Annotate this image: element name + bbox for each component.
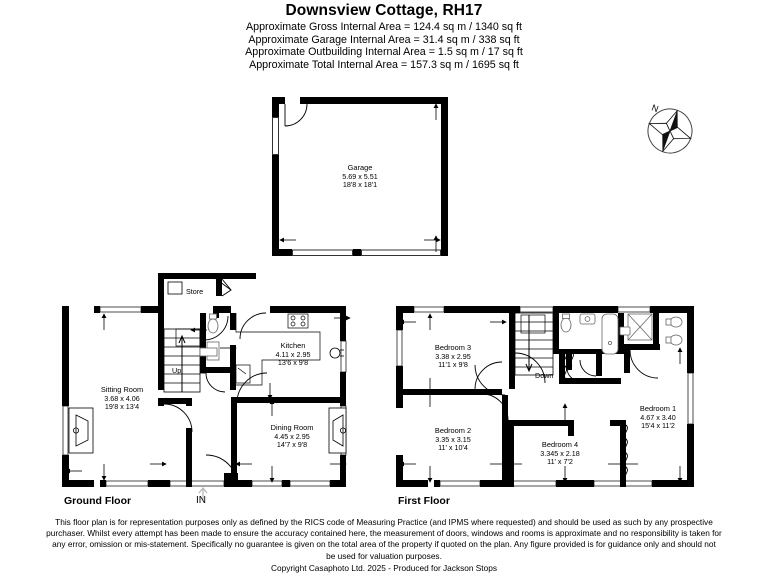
kitchen-name: Kitchen — [280, 341, 306, 350]
disclaimer-line-1: This floor plan is for representation pu… — [55, 517, 713, 527]
bedroom3-metric: 3.38 x 2.95 — [435, 351, 471, 361]
bedroom1-metric: 4.67 x 3.40 — [640, 412, 676, 422]
basin-icon-bathroom — [579, 313, 596, 325]
staircase-down — [514, 312, 554, 376]
compass-rose — [647, 108, 693, 154]
disclaimer-line-4: be used for valuation purposes. — [326, 550, 442, 561]
fireplace-icon — [68, 407, 94, 454]
page-title: Downsview Cottage, RH17 — [285, 2, 483, 19]
room-label-bedroom-4: Bedroom 4 3.345 x 2.18 11' x 7'2 — [540, 440, 580, 467]
room-label-sitting-room: Sitting Room 3.68 x 4.06 19'8 x 13'4 — [100, 385, 144, 412]
plan-header: Downsview Cottage, RH17 Approximate Gros… — [0, 2, 768, 71]
sitting-room-name: Sitting Room — [100, 385, 144, 394]
compass-north-label: N — [650, 102, 660, 114]
door-swings-first — [474, 349, 659, 421]
sitting-room-imperial: 19'8 x 13'4 — [104, 402, 140, 412]
plan-footer: This floor plan is for representation pu… — [14, 517, 754, 574]
fireplace-icon-dining — [328, 407, 347, 454]
toilet-icon — [207, 313, 219, 334]
area-line-gross: Approximate Gross Internal Area = 124.4 … — [246, 21, 522, 33]
shower-tray-icon — [627, 313, 653, 341]
bedroom1-imperial: 15'4 x 11'2 — [641, 421, 675, 431]
first-floor-label: First Floor — [398, 495, 450, 507]
store-room — [158, 273, 256, 296]
garage-metric: 5.69 x 5.51 — [342, 171, 378, 181]
area-line-outbuilding: Approximate Outbuilding Internal Area = … — [245, 46, 523, 59]
area-line-garage: Approximate Garage Internal Area = 31.4 … — [248, 33, 520, 46]
garage-imperial: 18'8 x 18'1 — [342, 180, 378, 190]
bedroom4-metric: 3.345 x 2.18 — [540, 448, 580, 458]
disclaimer-line-3: any error, omission or mis-statement. Sp… — [52, 539, 716, 550]
bedroom1-name: Bedroom 1 — [639, 404, 677, 413]
dining-room-imperial: 14'7 x 9'8 — [276, 440, 308, 450]
basin-icon — [199, 347, 218, 357]
room-label-garage: Garage 5.69 x 5.51 18'8 x 18'1 — [342, 163, 378, 190]
first-floor-plan — [396, 306, 694, 487]
stairs-up-label: Up — [172, 366, 182, 375]
room-label-bedroom-3: Bedroom 3 3.38 x 2.95 11'1 x 9'8 — [434, 343, 472, 370]
kitchen-counter — [235, 313, 321, 386]
door-swings — [163, 312, 268, 488]
dimension-arrows-first — [399, 313, 683, 483]
room-label-dining-room: Dining Room 4.45 x 2.95 14'7 x 9'8 — [270, 423, 314, 450]
bedroom2-name: Bedroom 2 — [434, 426, 472, 435]
stairs-down-label: Down — [535, 371, 554, 380]
wardrobe-icon — [563, 351, 628, 482]
staircase-up — [163, 328, 201, 393]
garage-block — [272, 97, 448, 256]
dining-room-name: Dining Room — [270, 423, 314, 432]
kitchen-imperial: 13'6 x 9'8 — [277, 358, 309, 368]
bedroom3-name: Bedroom 3 — [434, 343, 472, 352]
ground-floor-plan — [62, 273, 351, 500]
bedroom2-metric: 3.35 x 3.15 — [435, 434, 471, 444]
garage-name: Garage — [347, 163, 373, 172]
store-label: Store — [186, 287, 204, 296]
sink-icon — [329, 347, 344, 359]
appliance-icon — [235, 364, 251, 384]
dining-room-metric: 4.45 x 2.95 — [274, 431, 310, 441]
bedroom4-imperial: 11' x 7'2 — [547, 457, 573, 467]
basin-icon-ensuite-2 — [665, 334, 683, 346]
bathtub-icon — [601, 313, 619, 355]
copyright-line: Copyright Casaphoto Ltd. 2025 - Produced… — [271, 562, 497, 573]
room-label-kitchen: Kitchen 4.11 x 2.95 13'6 x 9'8 — [275, 341, 311, 368]
toilet-icon-ensuite — [665, 316, 683, 328]
entrance-arrow — [198, 486, 208, 500]
kitchen-metric: 4.11 x 2.95 — [275, 349, 311, 359]
dimension-arrows-ground — [65, 313, 351, 483]
basin-icon-ensuite — [619, 326, 631, 336]
bedroom2-imperial: 11' x 10'4 — [438, 443, 468, 453]
area-line-total: Approximate Total Internal Area = 157.3 … — [249, 58, 519, 71]
entrance-label: IN — [196, 495, 206, 506]
sitting-room-metric: 3.68 x 4.06 — [104, 393, 140, 403]
room-label-bedroom-2: Bedroom 2 3.35 x 3.15 11' x 10'4 — [434, 426, 472, 453]
disclaimer-line-2: purchaser. Whilst every attempt has been… — [46, 528, 722, 539]
ground-floor-label: Ground Floor — [64, 495, 132, 507]
room-label-bedroom-1: Bedroom 1 4.67 x 3.40 15'4 x 11'2 — [639, 404, 677, 431]
bedroom3-imperial: 11'1 x 9'8 — [438, 360, 468, 370]
hob-icon — [287, 313, 309, 329]
bedroom4-name: Bedroom 4 — [541, 440, 579, 449]
toilet-icon-bathroom — [560, 313, 572, 333]
